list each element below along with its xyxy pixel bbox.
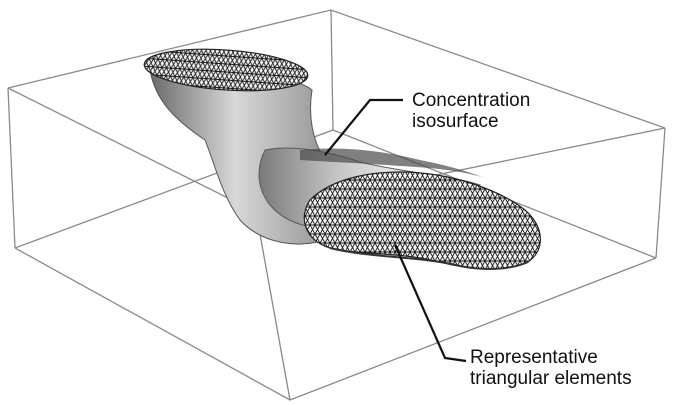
isosurface-foot-mesh	[304, 172, 540, 269]
leader-line-concentration	[325, 100, 403, 155]
triangular-label-line1: Representative	[470, 347, 632, 368]
box-right-vertical	[656, 128, 665, 258]
box-top-back-edge	[8, 10, 665, 128]
concentration-isosurface	[143, 44, 541, 269]
triangular-elements-label: Representative triangular elements	[470, 347, 632, 389]
concentration-isosurface-label: Concentration isosurface	[412, 90, 530, 132]
box-back-vertical	[331, 10, 333, 130]
box-left-vertical	[8, 88, 15, 248]
concentration-label-line1: Concentration	[412, 90, 530, 111]
concentration-label-line2: isosurface	[412, 111, 530, 132]
triangular-label-line2: triangular elements	[470, 368, 632, 389]
